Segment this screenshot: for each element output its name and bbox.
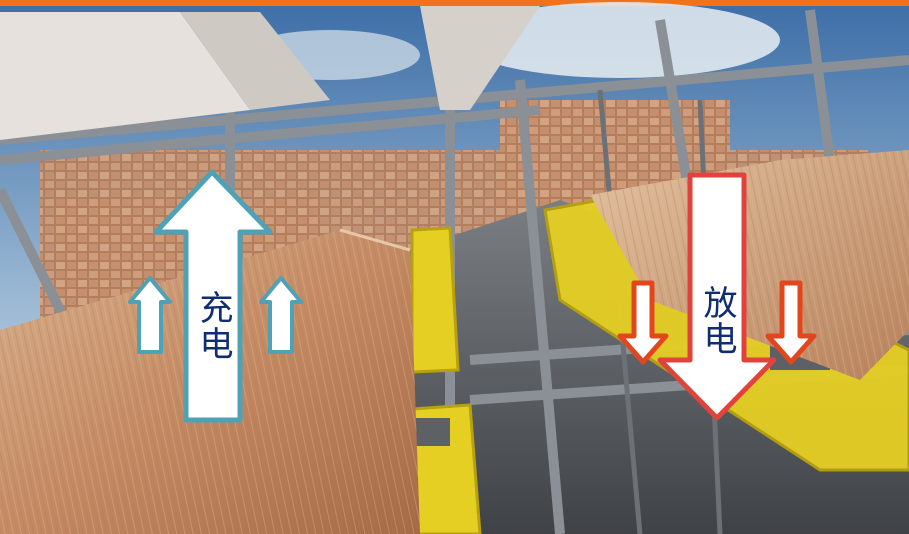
top-accent-bar bbox=[0, 0, 909, 6]
discharge-small-down-arrow-right-icon bbox=[765, 280, 817, 365]
charge-label: 充电 bbox=[193, 290, 233, 362]
charge-small-up-arrow-left-icon bbox=[128, 276, 172, 354]
discharge-big-down-arrow-icon bbox=[657, 172, 777, 421]
charge-big-up-arrow-icon bbox=[153, 169, 273, 423]
discharge-small-down-arrow-left-icon bbox=[617, 280, 669, 365]
discharge-label: 放电 bbox=[697, 285, 737, 357]
charge-small-up-arrow-right-icon bbox=[259, 276, 303, 354]
